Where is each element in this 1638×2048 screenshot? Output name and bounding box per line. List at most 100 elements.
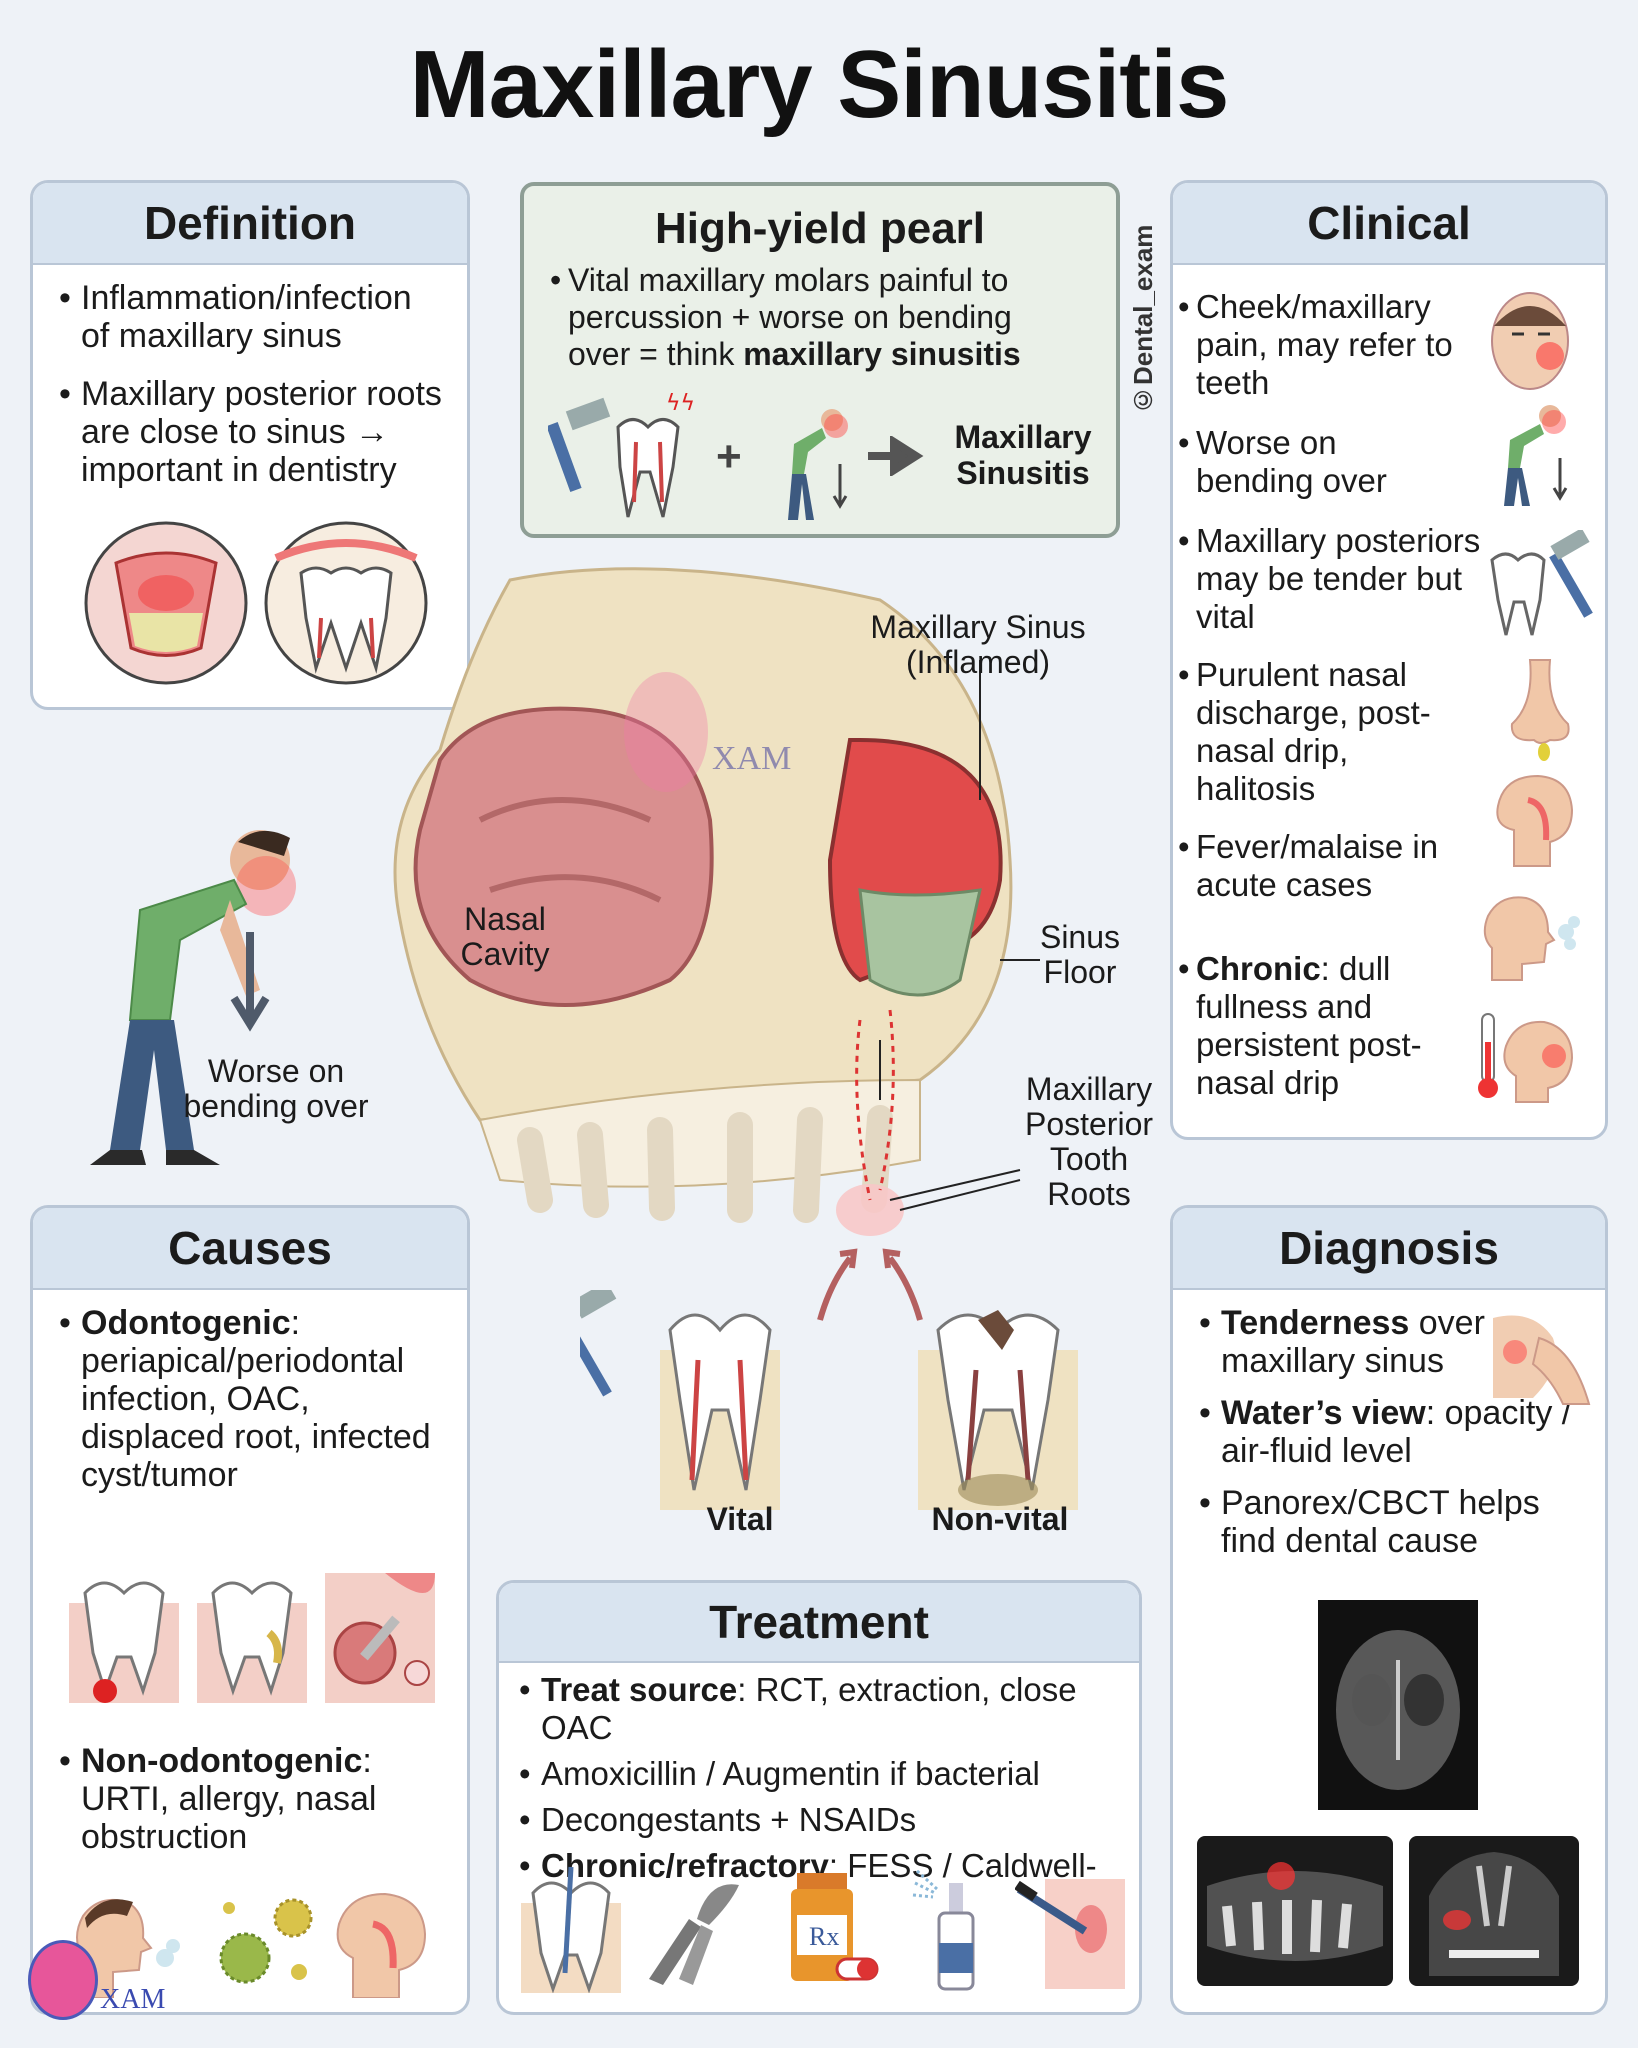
pearl-result: Maxillary Sinusitis <box>954 419 1092 491</box>
treatment-item: Treat source: RCT, extraction, close OAC <box>517 1671 1121 1747</box>
clinical-item-bold: Chronic <box>1196 950 1321 987</box>
vital-label: Vital <box>706 1501 774 1537</box>
roots-label: Maxillary Posterior Tooth Roots <box>1024 1071 1154 1212</box>
periapical-infection-icon <box>69 1581 179 1703</box>
clinical-item: Purulent nasal discharge, post-nasal dri… <box>1178 656 1466 808</box>
causes-item-text: : URTI, allergy, nasal obstruction <box>81 1742 377 1856</box>
percussion-tooth-icon: ϟϟ <box>548 391 695 518</box>
diagnosis-item: Panorex/CBCT helps find dental cause <box>1197 1484 1581 1560</box>
treatment-item: Decongestants + NSAIDs <box>517 1801 1121 1839</box>
causes-heading: Causes <box>33 1208 467 1290</box>
root-canal-icon <box>521 1866 621 1993</box>
definition-item: Maxillary posterior roots are close to s… <box>57 375 443 489</box>
high-yield-pearl-card: High-yield pearl Vital maxillary molars … <box>520 182 1120 538</box>
causes-card: Causes Odontogenic: periapical/periodont… <box>30 1205 470 2015</box>
breath-halitosis-icon <box>1483 896 1580 981</box>
diagnosis-item-text: : opacity / air-fluid level <box>1221 1394 1572 1470</box>
bending-person-icon <box>788 409 848 520</box>
corner-logo-text: XAM <box>100 1984 166 2015</box>
clinical-item: Cheek/maxillary pain, may refer to teeth <box>1178 288 1466 402</box>
throat-drip-icon <box>1496 774 1574 867</box>
arrow-right-icon <box>868 436 924 476</box>
definition-heading: Definition <box>33 183 467 265</box>
clinical-item: Worse on bending over <box>1178 424 1446 500</box>
treatment-item-text: Amoxicillin / Augmentin if bacterial <box>541 1755 1040 1792</box>
nasal-obstruction-icon <box>336 1892 427 1998</box>
nasal-spray-icon <box>912 1869 975 1991</box>
diagnosis-item-bold: Water’s view <box>1221 1394 1426 1432</box>
pearl-text: Vital maxillary molars painful to percus… <box>524 254 1116 373</box>
clinical-item-text: Maxillary posteriors may be tender but v… <box>1196 522 1481 635</box>
bending-person-icon <box>90 830 296 1165</box>
cyst-tumor-icon <box>325 1573 435 1703</box>
definition-card: Definition Inflammation/infection of max… <box>30 180 470 710</box>
clinical-item-text: Fever/malaise in acute cases <box>1196 828 1439 903</box>
diagnosis-item: Water’s view: opacity / air-fluid level <box>1197 1394 1581 1470</box>
clinical-heading: Clinical <box>1173 183 1605 265</box>
causes-item-text: : periapical/periodontal infection, OAC,… <box>81 1304 431 1494</box>
definition-item: Inflammation/infection of maxillary sinu… <box>57 279 443 355</box>
cbct-xray-icon <box>1409 1836 1579 1986</box>
extraction-forceps-icon <box>649 1884 739 1985</box>
sinus-surgery-icon <box>1015 1879 1125 1989</box>
nonvital-tooth-icon <box>918 1310 1078 1510</box>
causes-item: Odontogenic: periapical/periodontal infe… <box>57 1304 443 1494</box>
causes-item-bold: Odontogenic <box>81 1304 291 1342</box>
panorex-xray-icon <box>1197 1836 1393 1986</box>
nose-discharge-icon <box>1510 659 1570 761</box>
clinical-item: Chronic: dull fullness and persistent po… <box>1178 950 1446 1102</box>
diagnosis-item: Tenderness over maxillary sinus <box>1197 1304 1495 1380</box>
corner-logo <box>28 1940 98 2020</box>
diagnosis-card: Diagnosis Tenderness over maxillary sinu… <box>1170 1205 1608 2015</box>
clinical-item-text: Worse on bending over <box>1196 424 1387 499</box>
treatment-item-text: : RCT, extraction, close OAC <box>541 1671 1077 1746</box>
treatment-item: Chronic/refractory: FESS / Caldwell-Luc <box>517 1847 1121 1923</box>
diagnosis-item-text: Panorex/CBCT helps find dental cause <box>1221 1484 1540 1560</box>
allergen-pollen-icon <box>219 1898 313 1984</box>
treatment-item-text: Decongestants + NSAIDs <box>541 1801 917 1838</box>
treatment-card: Treatment Treat source: RCT, extraction,… <box>496 1580 1142 2015</box>
sinus-pointer-lines <box>889 660 1040 1211</box>
logo-watermark <box>624 672 708 792</box>
treatment-item-bold: Treat source <box>541 1671 738 1708</box>
pearl-text-plain: Vital maxillary molars painful to percus… <box>568 262 1012 372</box>
diagnosis-item-bold: Tenderness <box>1221 1304 1410 1342</box>
sinus-anatomy-illustration <box>393 567 1013 1236</box>
vital-tooth-icon <box>580 1290 780 1510</box>
clinical-item-text: : dull fullness and persistent post-nasa… <box>1196 950 1422 1101</box>
waters-view-xray-icon <box>1318 1600 1478 1810</box>
watermark: ©Dental_exam <box>1128 224 1158 416</box>
nonvital-label: Non-vital <box>931 1501 1069 1537</box>
clinical-item-text: Cheek/maxillary pain, may refer to teeth <box>1196 288 1453 401</box>
upward-arrows-icon <box>817 1248 923 1321</box>
pearl-text-bold: maxillary sinusitis <box>743 336 1021 372</box>
face-pain-icon <box>1491 292 1569 390</box>
plus-sign: + <box>716 432 742 481</box>
sinus-label: Maxillary Sinus (Inflamed) <box>870 609 1086 680</box>
clinical-item: Fever/malaise in acute cases <box>1178 828 1466 904</box>
svg-text:ϟϟ: ϟϟ <box>666 391 695 416</box>
sinus-floor-label: Sinus Floor <box>1039 919 1121 990</box>
cheek-palpation-icon <box>1493 1315 1591 1405</box>
treatment-item: Amoxicillin / Augmentin if bacterial <box>517 1755 1121 1793</box>
displaced-root-icon <box>197 1581 307 1703</box>
logo-watermark-text: XAM <box>712 740 792 777</box>
treatment-item-bold: Chronic/refractory <box>541 1847 829 1884</box>
bending-person-icon <box>1504 405 1568 506</box>
nasal-cavity-label: Nasal Cavity <box>460 901 550 972</box>
thermometer-head-icon <box>1478 1013 1574 1103</box>
diagnosis-heading: Diagnosis <box>1173 1208 1605 1290</box>
bending-label: Worse on bending over <box>183 1053 369 1124</box>
clinical-item: Maxillary posteriors may be tender but v… <box>1178 522 1486 636</box>
tooth-hammer-icon <box>1490 530 1593 636</box>
diagnosis-item-text: over maxillary sinus <box>1221 1304 1485 1380</box>
causes-item-bold: Non-odontogenic <box>81 1742 363 1780</box>
antibiotic-bottle-icon: Rx <box>791 1873 879 1981</box>
sinus-cross-section-icon <box>84 521 248 685</box>
rx-symbol: Rx <box>809 1922 839 1951</box>
causes-item: Non-odontogenic: URTI, allergy, nasal ob… <box>57 1742 449 1856</box>
molar-roots-icon <box>264 521 428 685</box>
treatment-heading: Treatment <box>499 1583 1139 1663</box>
clinical-item-text: Purulent nasal discharge, post-nasal dri… <box>1196 656 1431 807</box>
page-title: Maxillary Sinusitis <box>409 31 1230 138</box>
